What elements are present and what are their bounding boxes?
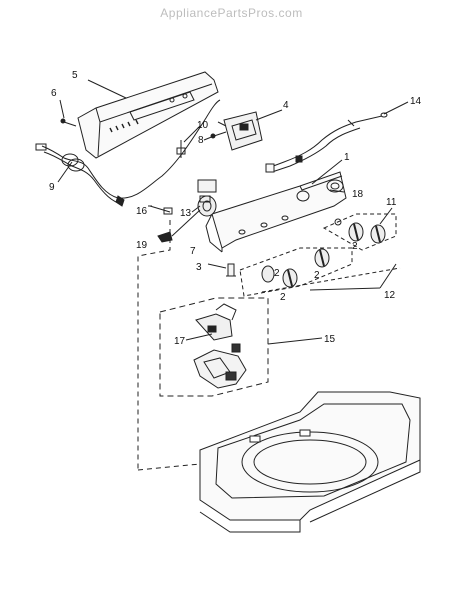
callout-16: 16 — [136, 206, 148, 217]
callout-3: 3 — [196, 262, 202, 273]
screw-8 — [210, 131, 227, 139]
callout-4: 4 — [283, 100, 289, 111]
wire-harness — [265, 112, 388, 173]
callout-11: 11 — [386, 197, 397, 208]
callout-6: 6 — [51, 88, 57, 99]
callout-2d: 2 — [280, 292, 286, 303]
callout-8: 8 — [198, 135, 204, 146]
dashed-guide — [137, 220, 201, 471]
callout-7: 7 — [190, 246, 196, 257]
callout-13: 13 — [180, 208, 192, 219]
watermark-text: AppliancePartsPros.com — [160, 6, 303, 20]
screw-6 — [60, 118, 77, 127]
callout-5: 5 — [72, 70, 78, 81]
wire-tie — [149, 205, 173, 215]
knob-group-lower — [239, 247, 401, 297]
callout-15: 15 — [324, 334, 336, 345]
cabinet-top — [199, 391, 421, 533]
callout-2c: 2 — [274, 268, 280, 279]
power-cord — [35, 99, 221, 207]
callout-1: 1 — [344, 152, 350, 163]
callout-9: 9 — [49, 182, 55, 193]
screw-3 — [226, 263, 236, 277]
cycle-switch — [197, 179, 217, 217]
callout-2a: 2 — [352, 241, 358, 252]
callout-labels: 5 6 9 10 8 4 14 1 18 11 2 2 2 2 12 13 7 … — [49, 70, 422, 347]
part-15-frame — [159, 297, 269, 397]
clip-19 — [157, 231, 173, 243]
callout-19: 19 — [136, 240, 148, 251]
knob-group-right — [322, 213, 397, 251]
front-console — [205, 171, 347, 253]
callout-10: 10 — [197, 120, 209, 131]
control-board — [217, 111, 263, 151]
callout-2b: 2 — [314, 270, 320, 281]
part-10 — [176, 140, 186, 158]
callout-17: 17 — [174, 336, 186, 347]
leader-lines — [57, 79, 409, 345]
callout-12: 12 — [384, 290, 396, 301]
callout-18: 18 — [352, 189, 364, 200]
callout-14: 14 — [410, 96, 422, 107]
rear-console-panel — [77, 71, 219, 159]
